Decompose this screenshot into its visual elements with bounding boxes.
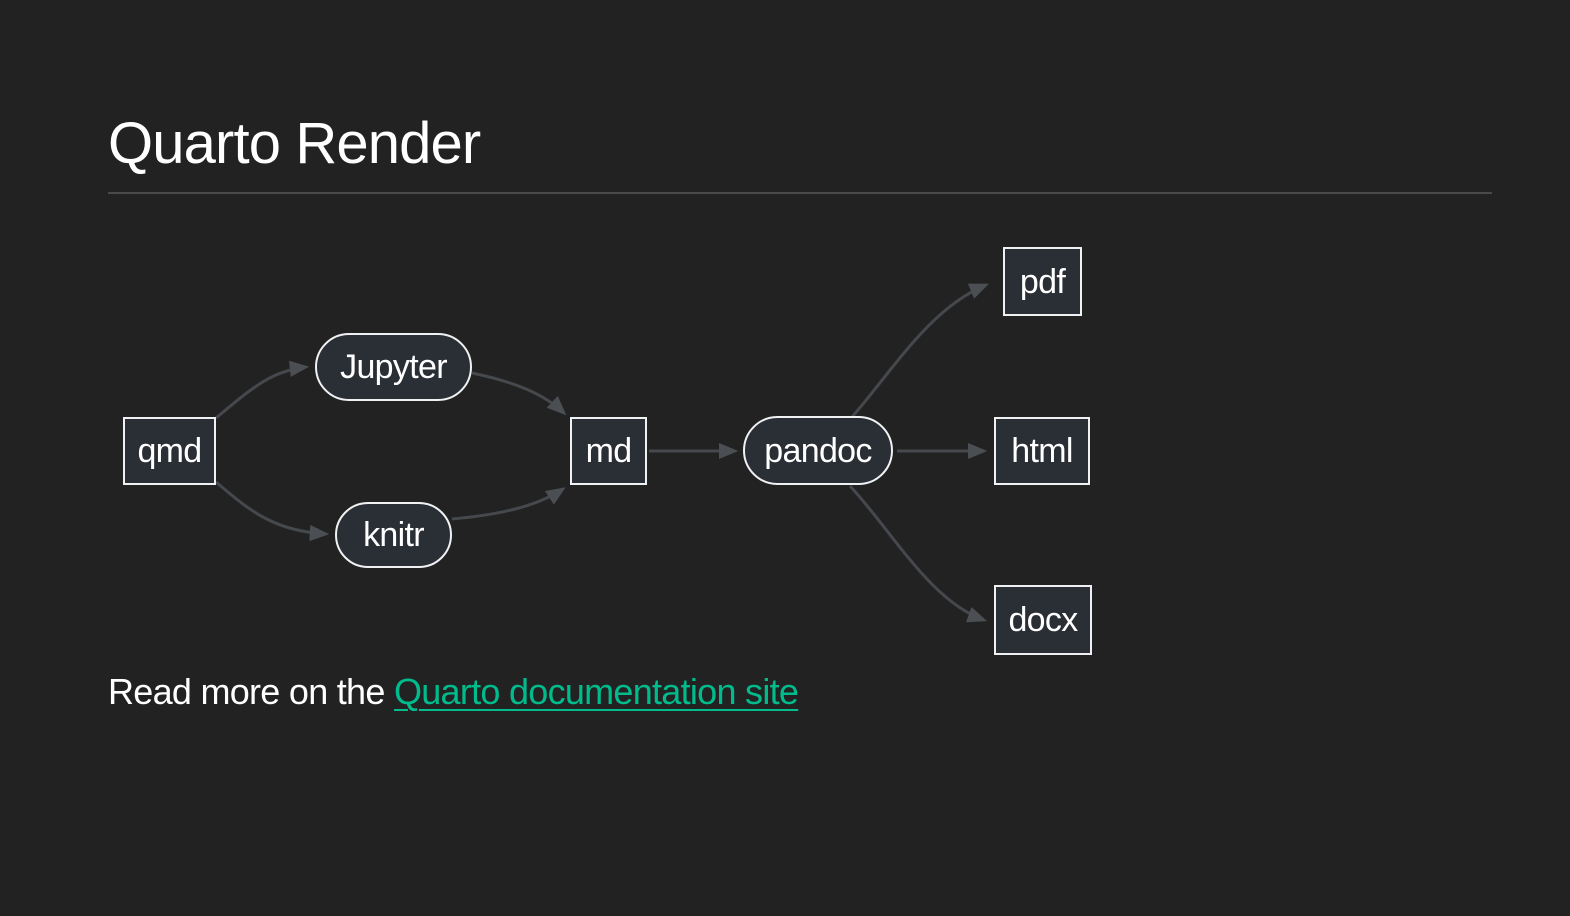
node-md-label: md (585, 432, 633, 470)
quarto-documentation-link[interactable]: Quarto documentation site (393, 671, 799, 712)
flowchart-edges (215, 283, 990, 623)
edge-jupyter-to-md (471, 371, 567, 416)
edge-pandoc-to-docx (848, 484, 988, 623)
edge-pandoc-to-pdf (850, 283, 990, 418)
node-md: md (570, 417, 647, 485)
node-qmd-label: qmd (137, 432, 202, 470)
node-pdf: pdf (1003, 247, 1082, 316)
node-qmd: qmd (123, 417, 216, 485)
node-pandoc: pandoc (743, 416, 893, 485)
read-more-text: Read more on the (108, 671, 394, 712)
node-html-label: html (1011, 432, 1073, 470)
node-pdf-label: pdf (1019, 262, 1066, 301)
node-knitr: knitr (335, 502, 452, 568)
edge-qmd-to-knitr (215, 480, 330, 542)
node-jupyter-label: Jupyter (340, 348, 447, 386)
node-pandoc-label: pandoc (764, 431, 872, 470)
node-jupyter: Jupyter (315, 333, 472, 401)
title-divider (108, 192, 1492, 194)
node-docx: docx (994, 585, 1092, 655)
edge-knitr-to-md (451, 487, 566, 521)
node-docx-label: docx (1008, 601, 1078, 639)
render-flowchart: qmd Jupyter knitr md pandoc pdf html doc… (0, 230, 1570, 670)
node-knitr-label: knitr (363, 516, 425, 554)
edge-qmd-to-jupyter (215, 360, 310, 420)
node-html: html (994, 417, 1090, 485)
page-title: Quarto Render (108, 111, 481, 176)
read-more-paragraph: Read more on the Quarto documentation si… (108, 671, 799, 713)
